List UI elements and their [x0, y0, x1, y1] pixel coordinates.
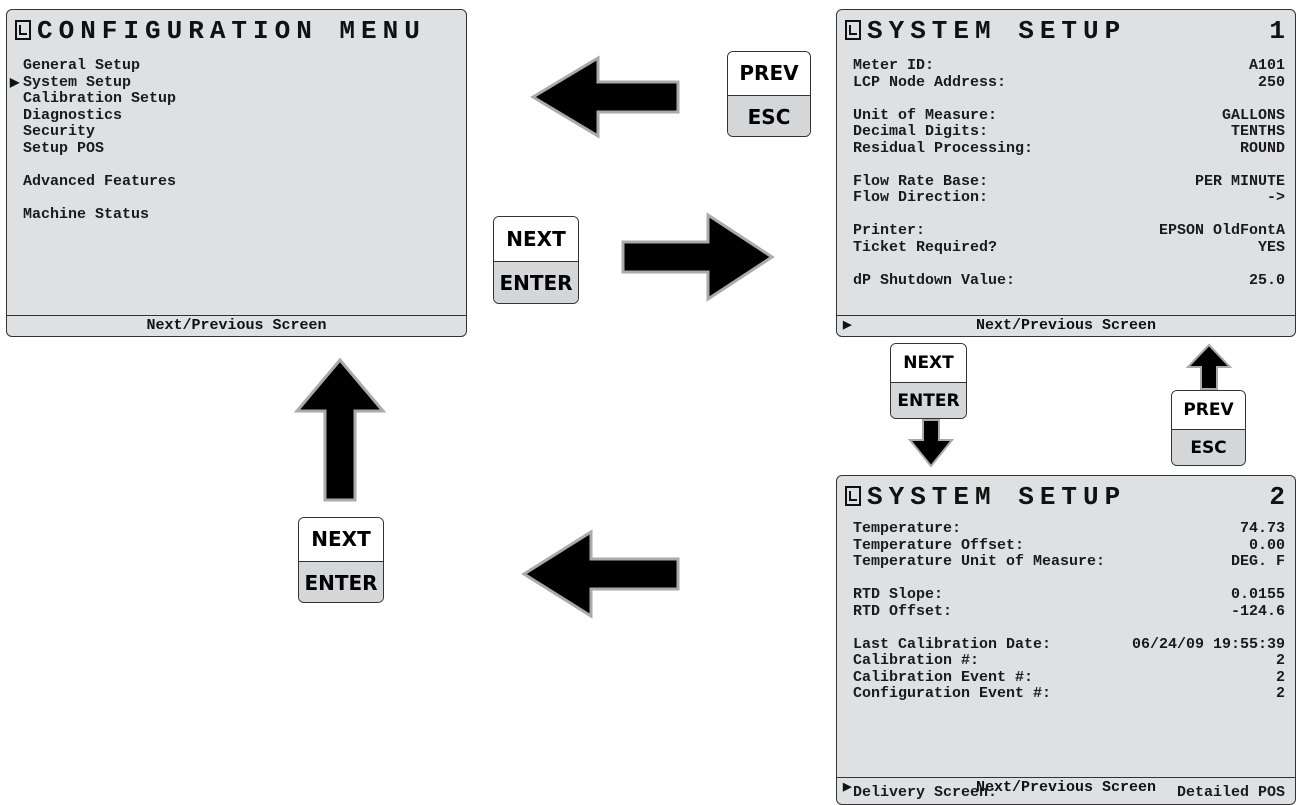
arrow-left-icon — [530, 55, 680, 139]
next-enter-key-right[interactable]: NEXT ENTER — [890, 343, 967, 419]
setting-row: Decimal Digits:TENTHS — [853, 123, 1285, 140]
setting-row: RTD Slope:0.0155 — [853, 586, 1285, 603]
setting-row: Temperature Offset:0.00 — [853, 536, 1285, 554]
menu-item-general-setup[interactable]: General Setup — [23, 57, 141, 74]
screen-title: CONFIGURATION MENU — [15, 16, 456, 46]
next-label: NEXT — [891, 344, 966, 383]
next-enter-key-middle[interactable]: NEXT ENTER — [493, 216, 579, 304]
prev-label: PREV — [728, 52, 810, 96]
logo-icon — [845, 20, 861, 40]
menu-item-security[interactable]: Security — [23, 123, 96, 140]
next-enter-key-left[interactable]: NEXT ENTER — [298, 517, 384, 603]
prev-esc-key-right[interactable]: PREV ESC — [1171, 390, 1246, 466]
configuration-menu-screen: CONFIGURATION MENU General Setup ▶System… — [6, 9, 467, 337]
menu-list: General Setup ▶System Setup Calibration … — [10, 57, 456, 223]
page-number: 1 — [1269, 16, 1285, 46]
setting-row: LCP Node Address:250 — [853, 73, 1285, 91]
setting-row: Configuration Event #:2 — [853, 685, 1285, 702]
enter-label: ENTER — [891, 383, 966, 418]
screen-footer: Next/Previous Screen — [7, 315, 466, 336]
system-setup-2-screen: SYSTEM SETUP 2 Temperature:74.73 Temperat… — [836, 475, 1296, 805]
arrow-up-icon — [1185, 343, 1233, 390]
setting-row: Calibration #:2 — [853, 652, 1285, 669]
esc-label: ESC — [728, 96, 810, 136]
screen-footer: ▶Next/Previous Screen — [837, 315, 1295, 336]
next-label: NEXT — [299, 518, 383, 562]
menu-item-advanced-features[interactable]: Advanced Features — [23, 172, 177, 190]
system-setup-1-screen: SYSTEM SETUP 1 Meter ID:A101 LCP Node Add… — [836, 9, 1296, 337]
cursor-icon: ▶ — [843, 320, 852, 332]
setting-row: Unit of Measure:GALLONS — [853, 106, 1285, 124]
settings-list: Meter ID:A101 LCP Node Address:250 Unit … — [853, 57, 1285, 289]
next-label: NEXT — [494, 217, 578, 262]
setting-row: Temperature:74.73 — [853, 520, 1285, 537]
system-setup-title: SYSTEM SETUP — [867, 16, 1127, 46]
setting-row: Flow Rate Base:PER MINUTE — [853, 172, 1285, 190]
setting-row: Ticket Required?YES — [853, 238, 1285, 256]
setting-row: dP Shutdown Value:25.0 — [853, 271, 1285, 289]
setting-row: Meter ID:A101 — [853, 57, 1285, 74]
menu-item-diagnostics[interactable]: Diagnostics — [23, 106, 123, 124]
menu-item-machine-status[interactable]: Machine Status — [23, 205, 150, 223]
settings-list: Temperature:74.73 Temperature Offset:0.0… — [853, 520, 1285, 801]
arrow-up-icon — [293, 357, 387, 502]
screen-title: SYSTEM SETUP 2 — [845, 482, 1285, 512]
menu-item-setup-pos[interactable]: Setup POS — [23, 139, 105, 157]
setting-row: RTD Offset:-124.6 — [853, 602, 1285, 620]
screen-title: SYSTEM SETUP 1 — [845, 16, 1285, 46]
setting-row: Last Calibration Date:06/24/09 19:55:39 — [853, 635, 1285, 653]
config-menu-title: CONFIGURATION MENU — [37, 16, 426, 46]
selection-cursor-icon: ▶ — [10, 75, 20, 90]
arrow-right-icon — [621, 212, 775, 302]
logo-icon — [845, 486, 861, 506]
enter-label: ENTER — [299, 562, 383, 602]
setting-row: Temperature Unit of Measure:DEG. F — [853, 553, 1285, 570]
setting-row: Residual Processing:ROUND — [853, 139, 1285, 157]
system-setup-title: SYSTEM SETUP — [867, 482, 1127, 512]
prev-label: PREV — [1172, 391, 1245, 430]
prev-esc-key-top[interactable]: PREV ESC — [727, 51, 811, 137]
logo-icon — [15, 20, 31, 40]
page-number: 2 — [1269, 482, 1285, 512]
setting-row: Calibration Event #:2 — [853, 668, 1285, 686]
esc-label: ESC — [1172, 430, 1245, 465]
menu-item-system-setup[interactable]: ▶System Setup — [10, 73, 132, 91]
arrow-down-icon — [907, 419, 955, 468]
arrow-left-icon — [521, 529, 680, 619]
cursor-icon: ▶ — [843, 782, 852, 794]
setting-row: Flow Direction:-> — [853, 189, 1285, 206]
menu-item-calibration-setup[interactable]: Calibration Setup — [23, 90, 177, 107]
enter-label: ENTER — [494, 262, 578, 303]
setting-row: Printer:EPSON OldFontA — [853, 222, 1285, 239]
screen-footer: ▶Next/Previous Screen — [837, 777, 1295, 798]
